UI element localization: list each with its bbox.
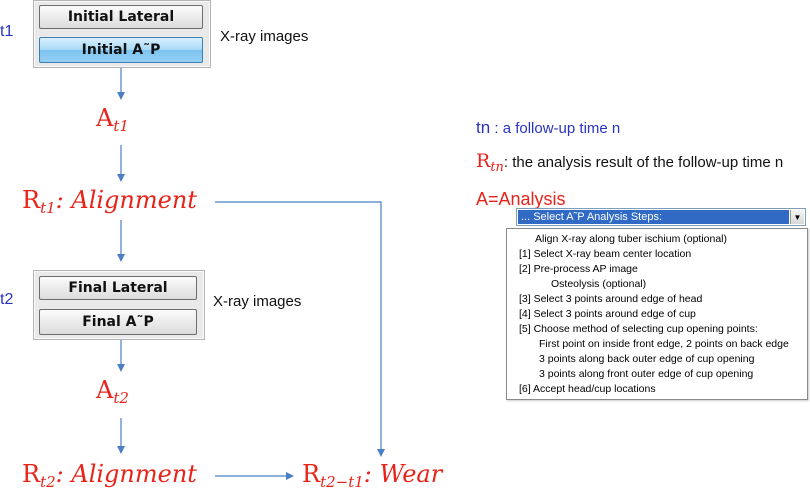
initial-ap-button[interactable]: Initial A˜P	[39, 37, 203, 63]
legend-rtn-sub: tn	[490, 160, 504, 175]
list-item[interactable]: [2] Pre-process AP image	[519, 263, 638, 275]
legend-analysis: A=Analysis	[476, 189, 566, 209]
list-item[interactable]: [4] Select 3 points around edge of cup	[519, 308, 696, 320]
time-label-t2: t2	[0, 291, 14, 308]
list-item[interactable]: 3 points along front outer edge of cup o…	[539, 368, 754, 380]
result-wear: Rt2−t1: Wear	[302, 462, 442, 490]
list-item[interactable]: [6] Accept head/cup locations	[519, 383, 656, 395]
result-t1-base: R	[22, 186, 41, 214]
legend-rtn-base: R	[476, 150, 491, 172]
result-t1-text: : Alignment	[55, 186, 197, 214]
legend-tn-symbol: tn	[476, 118, 491, 137]
list-item[interactable]: [3] Select 3 points around edge of head	[519, 293, 703, 305]
analysis-t1-base: A	[96, 104, 114, 132]
result-t2-text: : Alignment	[55, 460, 197, 488]
dropdown-selected-value: ... Select A˜P Analysis Steps:	[518, 210, 789, 224]
legend-rtn: Rtn: the analysis result of the follow-u…	[476, 150, 783, 175]
legend-tn-text: : a follow-up time n	[490, 120, 621, 137]
xray-images-label-t1: X-ray images	[220, 28, 309, 45]
button-panel-t2: Final Lateral Final A˜P	[33, 270, 205, 340]
arrow-r-t1-to-wear	[215, 201, 385, 457]
analysis-t2-base: A	[96, 376, 114, 404]
result-wear-text: : Wear	[363, 460, 443, 488]
list-item[interactable]: [1] Select X-ray beam center location	[519, 248, 692, 260]
list-item[interactable]: 3 points along back outer edge of cup op…	[539, 353, 755, 365]
list-item[interactable]: [5] Choose method of selecting cup openi…	[519, 323, 758, 335]
analysis-t1: At1	[96, 106, 129, 134]
analysis-t2: At2	[96, 378, 129, 406]
final-lateral-button[interactable]: Final Lateral	[39, 276, 197, 300]
chevron-down-icon[interactable]: ▼	[790, 210, 804, 224]
result-t1-sub: t1	[40, 199, 56, 217]
analysis-steps-dropdown[interactable]: ... Select A˜P Analysis Steps: ▼	[516, 208, 806, 226]
analysis-t2-sub: t2	[113, 389, 129, 407]
analysis-t1-sub: t1	[113, 117, 129, 135]
result-t2-sub: t2	[40, 473, 56, 491]
time-label-t1: t1	[0, 23, 14, 40]
list-item[interactable]: First point on inside front edge, 2 poin…	[539, 338, 789, 350]
result-t1-alignment: Rt1: Alignment	[22, 188, 197, 216]
legend-tn: tn : a follow-up time n	[476, 118, 620, 138]
final-ap-button[interactable]: Final A˜P	[39, 309, 197, 335]
list-item[interactable]: Osteolysis (optional)	[551, 278, 647, 290]
result-wear-base: R	[302, 460, 321, 488]
initial-lateral-button[interactable]: Initial Lateral	[39, 5, 203, 29]
list-item[interactable]: Align X-ray along tuber ischium (optiona…	[535, 233, 728, 245]
result-t2-alignment: Rt2: Alignment	[22, 462, 197, 490]
legend-rtn-text: : the analysis result of the follow-up t…	[503, 154, 784, 171]
button-panel-t1: Initial Lateral Initial A˜P	[33, 0, 211, 68]
result-wear-sub: t2−t1	[320, 473, 364, 491]
analysis-steps-list: Align X-ray along tuber ischium (optiona…	[506, 228, 808, 400]
xray-images-label-t2: X-ray images	[213, 293, 302, 310]
result-t2-base: R	[22, 460, 41, 488]
